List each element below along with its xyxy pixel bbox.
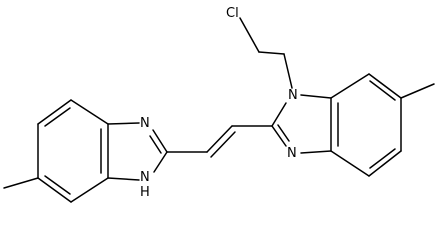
bond-c7l-c7al: [70, 177, 109, 203]
n1-label: N: [288, 88, 298, 103]
bonds: [3, 17, 435, 203]
bond-vinyl-double: [206, 125, 233, 153]
bond-cl-ch2: [239, 17, 260, 53]
bond-c4l-c5l: [37, 99, 72, 125]
n3-left-label: N: [140, 116, 150, 131]
nh-hydrogen-label: H: [140, 185, 150, 200]
chlorine-label: Cl: [226, 6, 239, 21]
n1-left-label: N: [140, 170, 150, 185]
bond-c7-c6-double: [369, 80, 396, 101]
bond-c4l-c5l-double: [44, 107, 71, 127]
bond-n1l-c7al: [107, 177, 140, 181]
bond-c5-c4: [368, 150, 402, 177]
bond-ch2-n1: [283, 53, 293, 89]
bond-n3-c3a: [300, 150, 332, 154]
bond-c7-c6: [368, 73, 402, 99]
bond-c6l-c7l-double: [44, 175, 71, 195]
n3-label: N: [287, 146, 297, 161]
atom-labels: Cl N N N N H: [140, 6, 298, 200]
bond-c2l-n1l: [153, 151, 168, 173]
bond-c6l-methyl: [3, 177, 39, 189]
bond-c7a-c7: [330, 73, 370, 99]
bond-ch2-ch2: [258, 51, 285, 55]
bond-n1-c7a: [300, 94, 332, 99]
bond-c2-n3: [271, 125, 287, 147]
bond-c4-c3a: [330, 150, 370, 177]
bond-c2l-n3l: [152, 129, 168, 153]
bond-c2-n3-double: [277, 124, 290, 142]
bond-c6-methyl: [400, 83, 435, 99]
chemical-structure: Cl N N N N H: [3, 6, 435, 203]
bond-n3l-c3al: [107, 122, 140, 125]
bond-c6l-c7l: [37, 177, 72, 203]
bond-n1-c2: [271, 102, 287, 127]
bond-c3al-c4l: [70, 99, 109, 125]
bond-c2l-n3l-double: [149, 135, 162, 154]
bond-c5-c4-double: [369, 148, 396, 169]
bond-vinyl-double-2: [210, 131, 236, 158]
